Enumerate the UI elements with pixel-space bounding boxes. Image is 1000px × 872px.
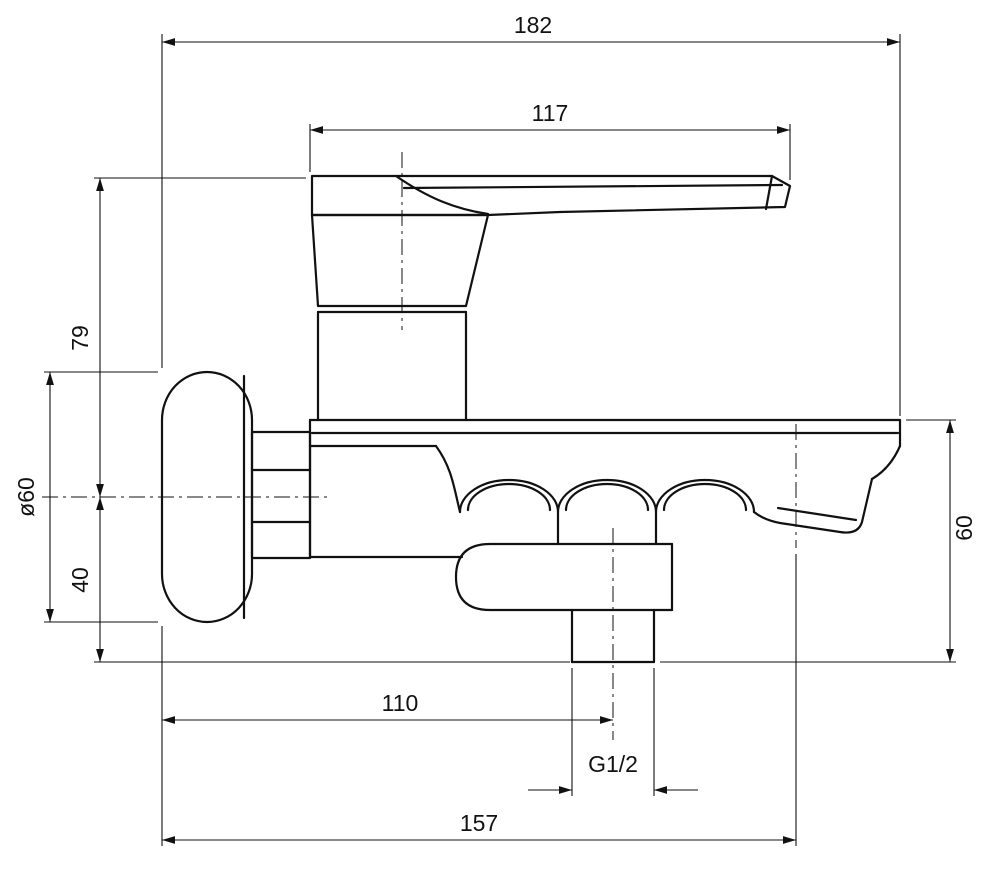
cartridge-neck — [316, 310, 468, 422]
dim-lever-length: 117 — [309, 100, 791, 180]
dim-label-lever-length: 117 — [532, 100, 569, 126]
hex-nut — [250, 430, 312, 560]
handle-base — [310, 213, 490, 314]
dim-outlet-thread: G1/2 — [528, 668, 698, 796]
dim-label-flange-diameter: ø60 — [13, 477, 39, 517]
thread-stub — [570, 608, 656, 664]
dim-label-top-to-axis: 79 — [67, 325, 93, 351]
dim-body-height: 60 — [660, 419, 977, 663]
dim-label-outlet-thread: G1/2 — [588, 751, 638, 777]
dim-label-body-height: 60 — [951, 515, 977, 541]
faucet-outline — [160, 174, 902, 664]
shower-outlet — [454, 542, 674, 612]
dim-label-axis-to-bottom: 40 — [67, 567, 93, 593]
dim-overall-length: 182 — [161, 12, 901, 846]
dim-label-axis-to-outlet: 110 — [382, 690, 419, 716]
dim-axis-to-outlet: 110 — [162, 690, 613, 724]
body-spout — [308, 418, 902, 559]
spout-scallops — [458, 478, 756, 546]
dim-top-to-axis: 79 — [67, 177, 306, 497]
dim-label-overall-length: 182 — [514, 12, 552, 38]
diverter — [752, 477, 874, 534]
centerlines — [42, 152, 797, 740]
dim-axis-to-bottom: 40 — [67, 497, 570, 663]
lever-handle — [310, 174, 792, 217]
dim-label-wall-to-diverter: 157 — [460, 810, 498, 836]
dim-wall-to-diverter: 157 — [162, 554, 797, 846]
